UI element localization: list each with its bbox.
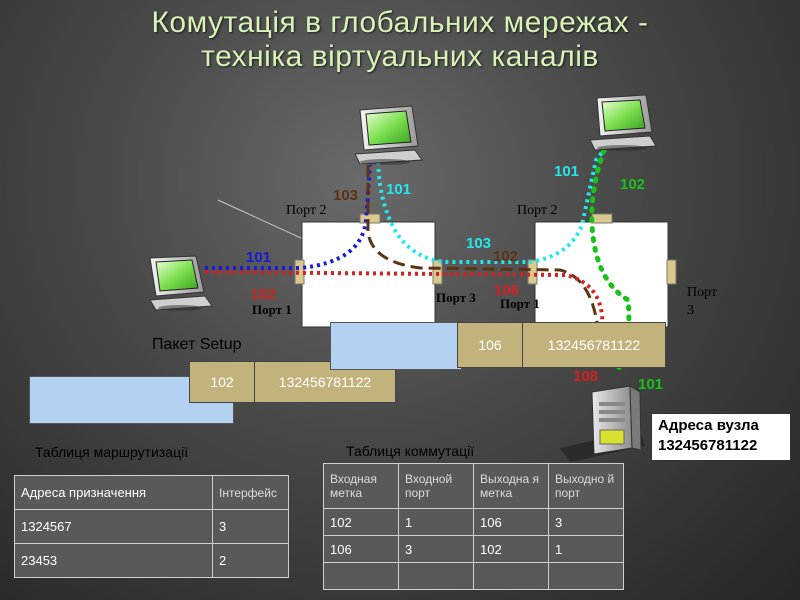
computer-icon [149,255,213,311]
sw1-port1-label: Порт 1 [252,302,292,317]
table-cell [473,562,549,590]
label-101-right: 101 [554,163,580,180]
table-header-cell: Адреса призначення [14,475,213,510]
routing-table-caption: Таблиця маршрутизації [35,444,189,460]
switching-table: Входная метка Входной порт Выходна я мет… [323,463,624,590]
table-row: Входная метка Входной порт Выходна я мет… [323,463,624,509]
sw1-port2-stub [359,213,381,224]
routing-table: Адреса призначення Інтерфейс 1324567 3 2… [14,475,289,578]
label-108: 108 [573,368,599,385]
path-brown [366,165,608,366]
table-cell [323,562,399,590]
table-cell: 3 [548,508,624,536]
node-address-box: Адреса вузла 132456781122 [651,413,791,461]
label-106-mid: 106 [494,282,520,299]
label-102-left: 102 [251,286,277,303]
computer-icon [354,105,423,165]
server-icon [560,385,645,462]
table-cell: 106 [323,535,399,563]
page-title: Комутація в глобальних мережах - техніка… [0,6,800,74]
sw2-port1-label: Порт 1 [500,296,540,311]
packet-2-label-cell: 106 [457,322,523,368]
table-header-cell: Выходно й порт [548,463,624,509]
packet-1-address-cell: 132456781122 [254,361,396,403]
table-header-cell: Входной порт [398,463,474,509]
title-line-2: техніка віртуальних каналів [201,40,599,73]
table-cell: 3 [212,509,289,544]
label-103-mid: 103 [466,235,492,252]
table-cell: 1 [548,535,624,563]
table-cell [398,562,474,590]
label-102-right: 102 [620,176,646,193]
table-cell: 1 [398,508,474,536]
packet-1-label-cell: 102 [189,361,255,403]
packet-setup-label: Пакет Setup [152,336,242,353]
table-header-cell: Входная метка [323,463,399,509]
table-cell [548,562,624,590]
table-row: 106 3 102 1 [323,535,624,563]
table-cell: 106 [473,508,549,536]
table-row [323,562,624,590]
label-103-top: 103 [333,187,359,204]
table-row: 102 1 106 3 [323,508,624,536]
table-cell: 23453 [14,543,213,578]
packet-2-bar [330,322,462,370]
table-row: Адреса призначення Інтерфейс [14,475,289,510]
sw2-port2-stub [591,213,613,224]
table-header-cell: Інтерфейс [212,475,289,510]
sw2-port3-stub [666,259,677,285]
table-cell: 102 [323,508,399,536]
path-cyan [376,148,606,264]
table-header-cell: Выходна я метка [473,463,549,509]
label-101-bottom: 101 [638,376,664,393]
table-cell: 102 [473,535,549,563]
title-line-1: Комутація в глобальних мережах - [151,6,649,39]
sw2-port3-label: Порт 3 [687,285,718,318]
table-cell: 3 [398,535,474,563]
table-row: 23453 2 [14,543,289,578]
sw1-port2-label: Порт 2 [286,203,327,218]
computer-icon [589,94,657,151]
table-cell: 2 [212,543,289,578]
label-101-left: 101 [246,249,272,266]
path-blue [205,164,372,270]
label-101-top: 101 [386,181,412,198]
label-102-mid: 102 [493,248,519,265]
table-row: 1324567 3 [14,509,289,544]
sw1-port3-label: Порт 3 [436,290,476,305]
sw2-port1-stub [527,259,538,285]
table-cell: 1324567 [14,509,213,544]
sw2-port2-label: Порт 2 [517,203,558,218]
packet-2-address-cell: 132456781122 [522,322,666,368]
switching-table-caption: Таблиця коммутації [346,443,475,459]
